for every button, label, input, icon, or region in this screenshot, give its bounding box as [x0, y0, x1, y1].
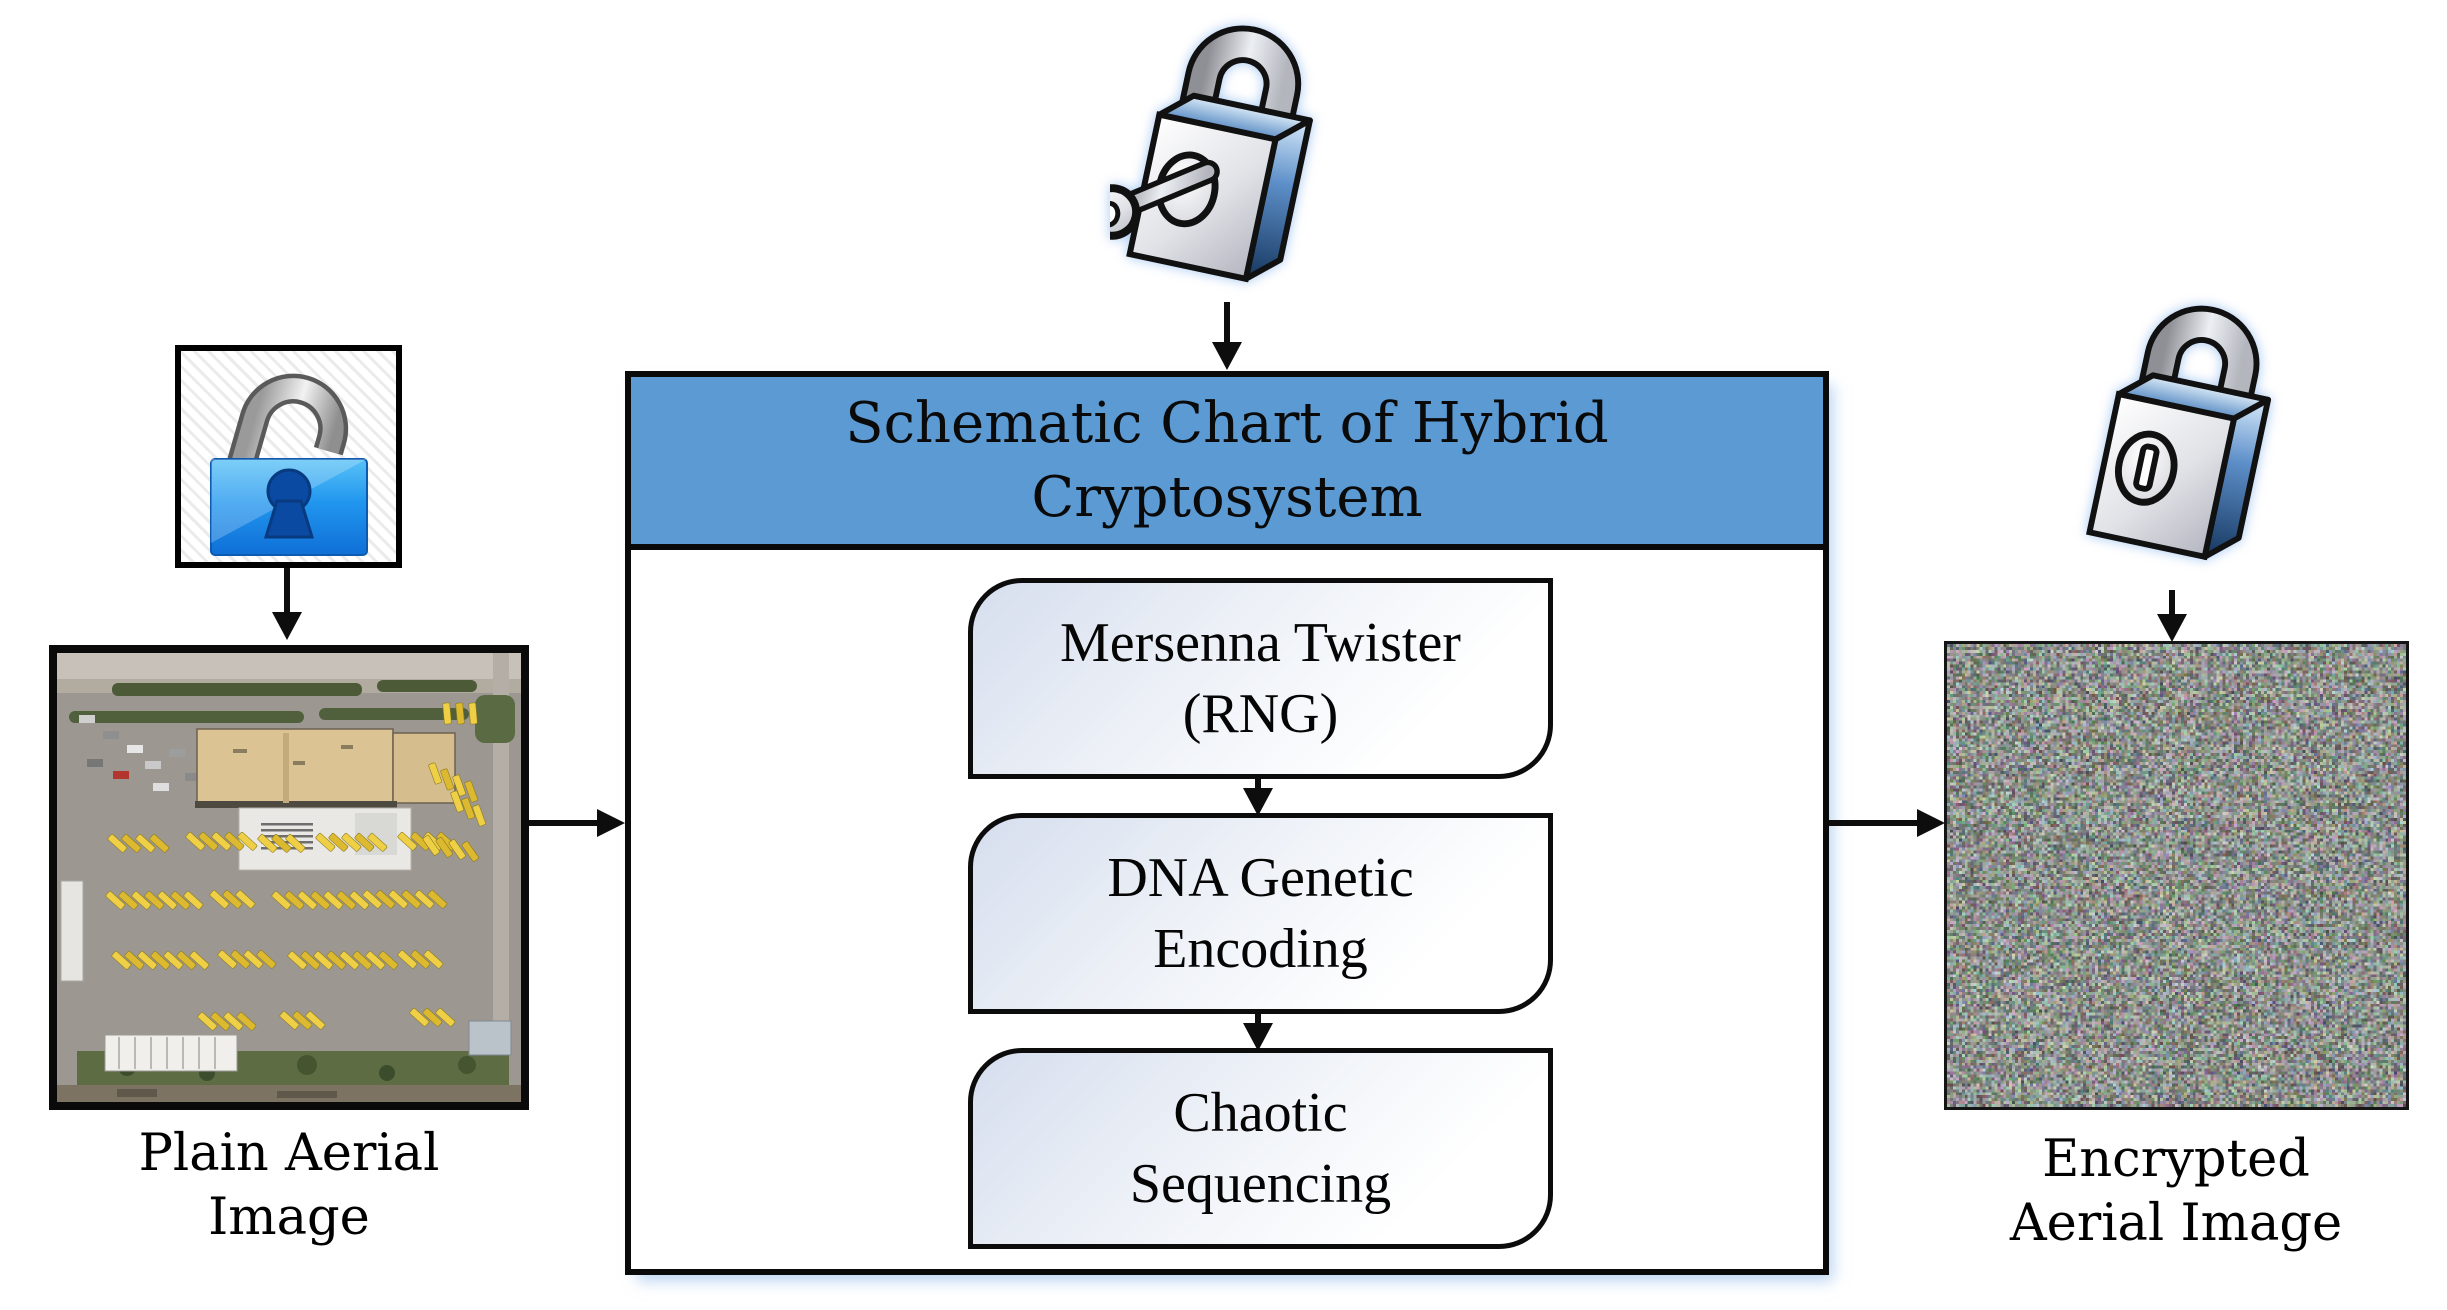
- arrow-step1-to-step2: [1255, 779, 1261, 791]
- header-line2: Cryptosystem: [1031, 464, 1423, 530]
- caption-line: Image: [208, 1188, 370, 1247]
- arrowhead-box-to-encrypted-image: [1917, 809, 1945, 837]
- arrow-box-to-encrypted-image: [1829, 820, 1919, 826]
- arrow-lock-to-encrypted-image: [2169, 590, 2175, 618]
- step-line: Mersenna Twister: [1060, 611, 1461, 674]
- unlocked-padlock-icon: [175, 345, 402, 568]
- step-line: Chaotic: [1173, 1081, 1348, 1144]
- header-line1: Schematic Chart of Hybrid: [845, 390, 1609, 456]
- school-bus-rows: [105, 702, 486, 1031]
- encrypted-image-caption: Encrypted Aerial Image: [1906, 1128, 2446, 1256]
- step-chaotic-sequencing: Chaotic Sequencing: [968, 1048, 1553, 1249]
- cryptosystem-header: Schematic Chart of Hybrid Cryptosystem: [631, 377, 1823, 550]
- arrow-plain-image-to-box: [529, 820, 599, 826]
- padlock-with-key-icon: [1110, 25, 1313, 283]
- step-mersenna-twister: Mersenna Twister (RNG): [968, 578, 1553, 779]
- unlocked-padlock-graphic: [210, 373, 368, 556]
- arrowhead-step2-to-step3: [1243, 1023, 1273, 1051]
- arrowhead-plain-image-to-box: [597, 809, 625, 837]
- arrowhead-step1-to-step2: [1243, 788, 1273, 816]
- arrow-lock-to-plain-image: [284, 568, 290, 614]
- step-line: Encoding: [1153, 917, 1368, 980]
- step-line: Sequencing: [1129, 1152, 1392, 1215]
- plain-image-caption: Plain Aerial Image: [19, 1122, 559, 1250]
- parked-cars: [79, 715, 201, 791]
- arrowhead-lock-to-plain-image: [272, 612, 302, 640]
- encrypted-aerial-image: [1944, 641, 2409, 1110]
- arrowhead-keylock-to-box: [1212, 342, 1242, 370]
- cryptosystem-box: Schematic Chart of Hybrid Cryptosystem M…: [625, 371, 1829, 1275]
- step-line: DNA Genetic: [1107, 846, 1414, 909]
- plain-aerial-image: [49, 645, 529, 1110]
- arrow-step2-to-step3: [1255, 1014, 1261, 1026]
- arrow-keylock-to-box: [1224, 302, 1230, 344]
- step-line: (RNG): [1182, 682, 1339, 745]
- arrowhead-lock-to-encrypted-image: [2157, 614, 2187, 642]
- locked-padlock-icon: [2086, 305, 2272, 561]
- aerial-photo-graphic: [57, 653, 521, 1102]
- caption-line: Plain Aerial: [138, 1124, 440, 1183]
- caption-line: Encrypted: [2042, 1130, 2310, 1189]
- step-dna-genetic-encoding: DNA Genetic Encoding: [968, 813, 1553, 1014]
- caption-line: Aerial Image: [2009, 1194, 2343, 1253]
- noise-canvas: [1947, 644, 2406, 1107]
